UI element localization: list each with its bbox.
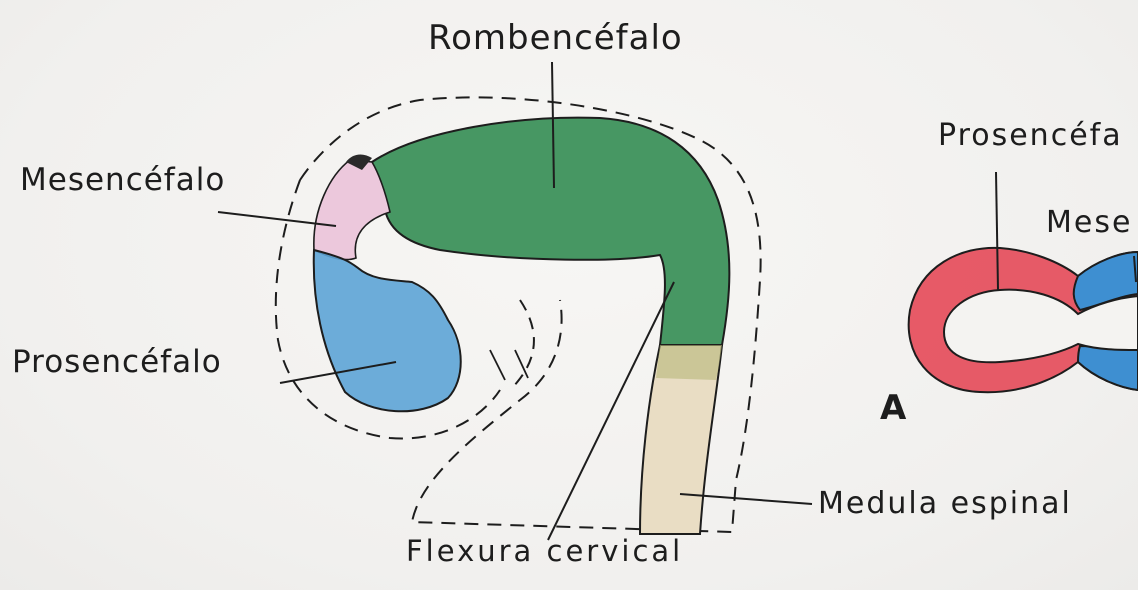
label-mesencefalo: Mesencéfalo — [20, 162, 225, 198]
label-figure-a: A — [880, 388, 906, 428]
medula-transition — [656, 345, 722, 380]
mesencefalo-region — [314, 160, 390, 260]
label-prosencefalo-a: Prosencéfa — [938, 118, 1123, 153]
label-flexura-cervical: Flexura cervical — [406, 534, 683, 568]
inner-envelope-dashed — [510, 300, 534, 390]
label-mesencefalo-a: Mese — [1046, 205, 1132, 240]
label-rombencefalo: Rombencéfalo — [428, 18, 683, 58]
label-medula-espinal: Medula espinal — [818, 486, 1072, 521]
label-prosencefalo: Prosencéfalo — [12, 344, 222, 380]
prosencefalo-region — [314, 250, 461, 411]
